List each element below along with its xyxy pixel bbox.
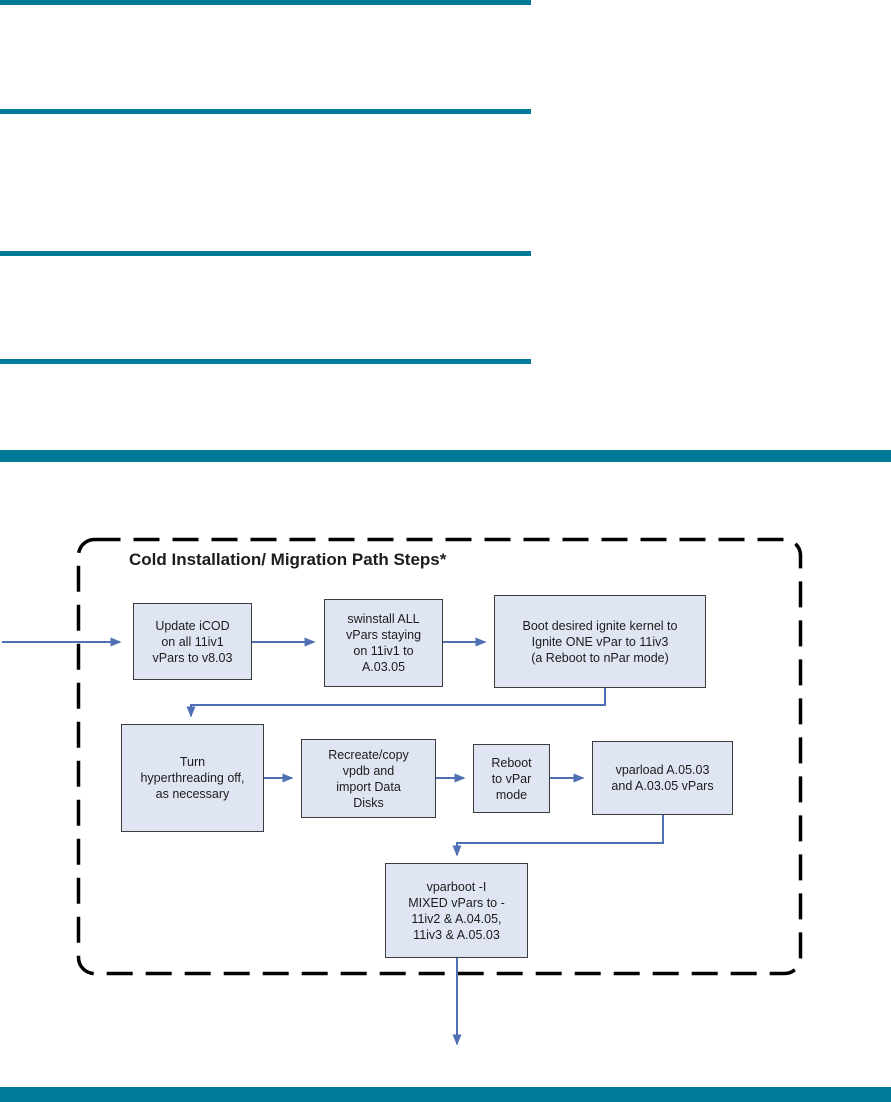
step-boot-ignite-kernel: Boot desired ignite kernel to Ignite ONE… — [494, 595, 706, 688]
teal-band-middle — [0, 450, 891, 462]
teal-rule-4 — [0, 359, 531, 364]
step-vparload: vparload A.05.03 and A.03.05 vPars — [592, 741, 733, 815]
teal-rule-3 — [0, 251, 531, 256]
step-vparboot-mixed: vparboot -I MIXED vPars to - 11iv2 & A.0… — [385, 863, 528, 958]
step-turn-hyperthreading-off: Turn hyperthreading off, as necessary — [121, 724, 264, 832]
teal-band-bottom — [0, 1087, 891, 1102]
step-recreate-vpdb: Recreate/copy vpdb and import Data Disks — [301, 739, 436, 818]
teal-rule-1 — [0, 0, 531, 5]
connector-step7-step8 — [452, 815, 664, 857]
flowchart-title: Cold Installation/ Migration Path Steps* — [129, 550, 447, 569]
step-update-icod: Update iCOD on all 11iv1 vPars to v8.03 — [133, 603, 252, 680]
step-swinstall-vpars: swinstall ALL vPars staying on 11iv1 to … — [324, 599, 443, 687]
step-reboot-vpar-mode: Reboot to vPar mode — [473, 744, 550, 813]
teal-rule-2 — [0, 109, 531, 114]
connector-step3-step4 — [186, 688, 606, 718]
